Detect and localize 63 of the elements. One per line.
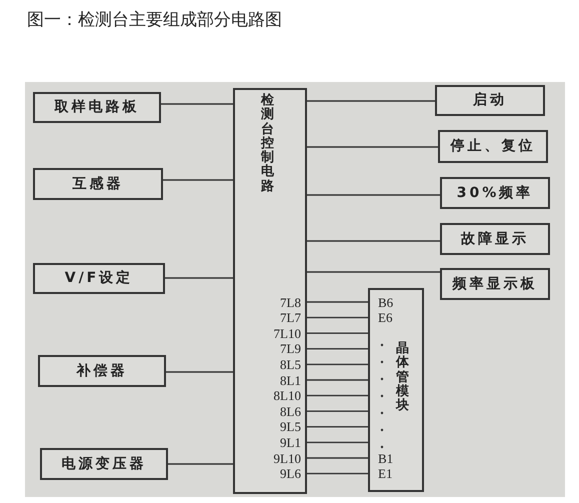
- component-box: [40, 448, 168, 480]
- component-box: [440, 223, 550, 255]
- box-label: V/F设定: [64, 268, 134, 288]
- component-box: [440, 268, 550, 300]
- pin-label: E6: [378, 310, 392, 326]
- pin-label: B1: [378, 450, 394, 466]
- connector-line: [307, 194, 440, 196]
- pin-label: 9L6: [280, 466, 301, 482]
- pin-label: 9L10: [274, 450, 301, 466]
- component-box: [438, 130, 548, 163]
- connector-line: [165, 277, 233, 279]
- pin-label: 9L5: [280, 419, 301, 434]
- box-label: 补偿器: [76, 362, 128, 380]
- box-label: 互感器: [72, 174, 124, 194]
- connector-line: [161, 103, 233, 105]
- box-label: 故障显示: [461, 230, 529, 248]
- connector-line: [307, 146, 438, 148]
- vertical-label: 晶体管模块: [396, 342, 409, 414]
- box-label: 30%频率: [456, 184, 534, 202]
- component-box: [440, 177, 550, 209]
- pin-label: 8L5: [280, 356, 301, 372]
- pin-label: E1: [378, 466, 392, 482]
- box-label: 频率显示板: [452, 274, 538, 294]
- connector-line: [307, 394, 368, 396]
- component-box: [33, 263, 165, 294]
- box-label: 电源变压器: [62, 454, 146, 474]
- connector-line: [307, 240, 440, 242]
- connector-line: [307, 316, 368, 318]
- component-box: [38, 355, 166, 387]
- pin-label: B6: [378, 294, 394, 310]
- component-box: [33, 168, 163, 200]
- connector-line: [307, 457, 368, 459]
- module-box: [368, 288, 424, 492]
- pin-label: 7L10: [274, 326, 301, 341]
- component-box: [435, 85, 545, 116]
- control-circuit-box: [233, 88, 307, 494]
- pin-label: 8L10: [274, 388, 301, 404]
- box-label: 启动: [473, 90, 507, 110]
- box-label: 停止、复位: [450, 137, 536, 156]
- connector-line: [163, 179, 233, 181]
- title: 图一：检测台主要组成部分电路图: [27, 9, 282, 32]
- connector-line: [307, 410, 368, 412]
- connector-line: [307, 271, 440, 273]
- pin-label: 7L9: [280, 341, 301, 356]
- connector-line: [307, 301, 368, 303]
- connector-line: [307, 472, 368, 474]
- connector-line: [307, 332, 368, 334]
- connector-line: [168, 463, 233, 465]
- vertical-label: 检测台控制电路: [261, 94, 274, 194]
- connector-line: [307, 379, 368, 381]
- box-label: 取样电路板: [54, 98, 140, 117]
- connector-line: [307, 100, 435, 102]
- connector-line: [166, 371, 233, 373]
- connector-line: [307, 442, 368, 444]
- connector-line: [307, 426, 368, 428]
- connector-line: [307, 348, 368, 350]
- pin-label: 7L7: [280, 310, 301, 326]
- pin-label: 8L1: [280, 372, 301, 388]
- component-box: [33, 92, 161, 123]
- pin-label: 8L6: [280, 404, 301, 419]
- pin-label: 7L8: [280, 294, 301, 310]
- connector-line: [307, 364, 368, 366]
- pin-label: 9L1: [280, 434, 301, 450]
